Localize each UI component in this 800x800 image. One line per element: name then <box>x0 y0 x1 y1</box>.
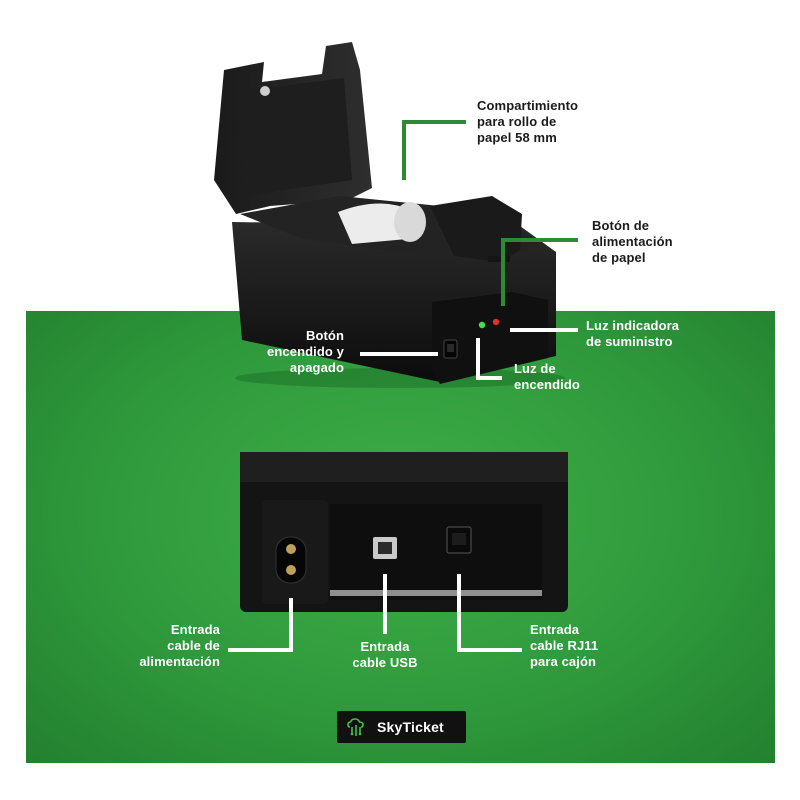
label-line: Entrada <box>530 622 580 637</box>
label-line: para cajón <box>530 654 597 669</box>
label-line: Luz de <box>514 361 556 376</box>
printer-rear-view <box>240 452 568 612</box>
label-line: cable USB <box>352 655 418 670</box>
skyticket-logo: SkyTicket <box>337 711 466 743</box>
label-line: Botón <box>305 328 344 343</box>
label-line: Entrada <box>170 622 220 637</box>
printer-front-view <box>214 42 565 388</box>
callout-lines <box>228 120 578 652</box>
label-line: apagado <box>289 360 344 375</box>
label-line: alimentación <box>139 654 220 669</box>
label-line: cable RJ11 <box>530 638 599 653</box>
label-usb-input: Entrada cable USB <box>340 639 430 671</box>
label-line: cable de <box>167 638 220 653</box>
label-line: de papel <box>592 250 646 265</box>
label-line: papel 58 mm <box>477 130 557 145</box>
label-line: Compartimiento <box>477 98 579 113</box>
label-line: Botón de <box>592 218 650 233</box>
label-line: encendido y <box>267 344 344 359</box>
label-rj11-input: Entrada cable RJ11 para cajón <box>530 622 598 670</box>
label-line: de suministro <box>586 334 673 349</box>
label-line: encendido <box>514 377 580 392</box>
label-line: Luz indicadora <box>586 318 680 333</box>
label-paper-compartment: Compartimiento para rollo de papel 58 mm <box>477 98 578 146</box>
label-line: alimentación <box>592 234 673 249</box>
label-line: Entrada <box>360 639 410 654</box>
label-power-input: Entrada cable de alimentación <box>120 622 220 670</box>
logo-text: SkyTicket <box>377 719 444 735</box>
cloud-circuit-icon <box>347 718 364 736</box>
label-feed-button: Botón de alimentación de papel <box>592 218 673 266</box>
label-power-light: Luz de encendido <box>514 361 580 393</box>
label-power-button: Botón encendido y apagado <box>244 328 344 376</box>
label-line: para rollo de <box>477 114 557 129</box>
label-supply-light: Luz indicadora de suministro <box>586 318 679 350</box>
